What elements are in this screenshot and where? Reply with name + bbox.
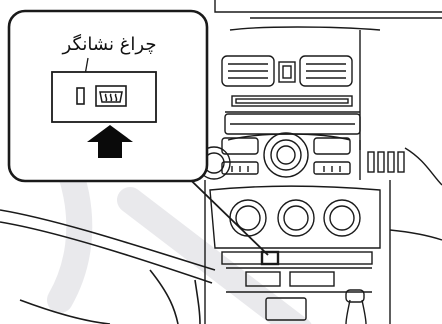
callout-label: چراغ نشانگر [22, 34, 197, 55]
dashboard-top [215, 0, 442, 150]
side-vents [198, 128, 442, 185]
audio-unit [222, 114, 360, 177]
climate-panel [210, 186, 380, 320]
indicator-light [77, 88, 84, 104]
rear-defroster-button[interactable] [96, 86, 126, 106]
